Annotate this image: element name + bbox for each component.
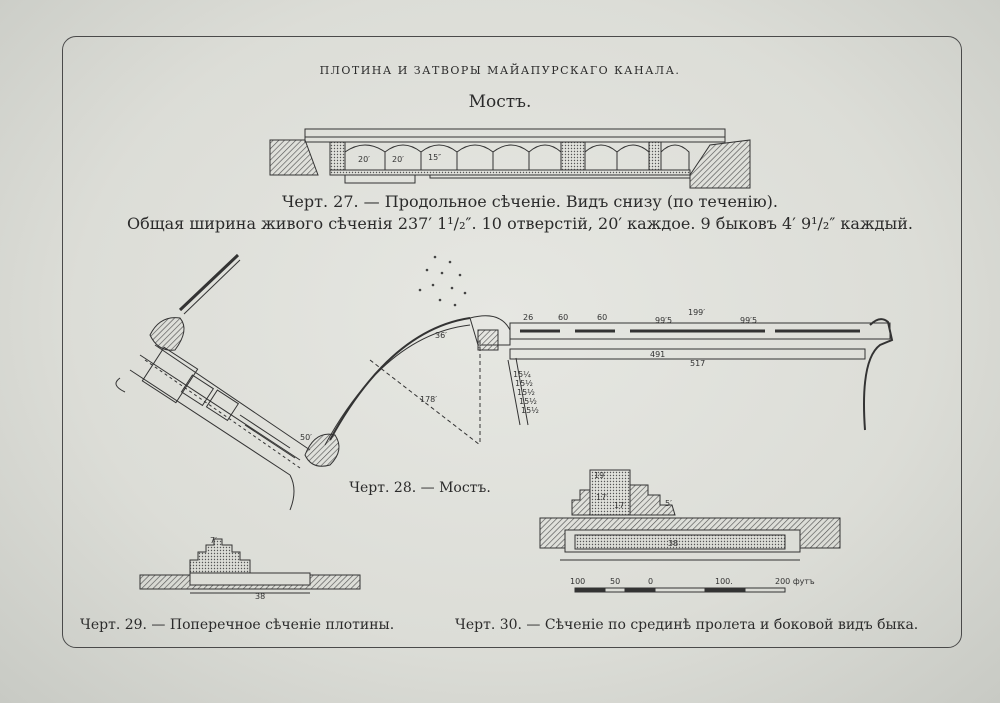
fig28-oblique-structure: [115, 344, 311, 511]
fig28-dim-36: 36′: [435, 331, 447, 340]
fig30-dim-19: 19′: [594, 471, 606, 480]
fig28-point-cluster: [418, 255, 467, 307]
fig28-caption: Черт. 28. — Мостъ.: [349, 480, 491, 496]
fig27-bridge-elevation: 20′ 20′ 15″: [269, 128, 751, 189]
fig29-caption: Черт. 29. — Поперечное сѣченіе плотины.: [80, 617, 395, 633]
scale-label-100-left: 100: [570, 577, 585, 586]
fig27-right-bank: [689, 139, 751, 189]
fig29-dim-38: 38: [255, 592, 265, 601]
fig29-dam-section: 7′ 38: [139, 536, 361, 601]
fig28-lower-abutment: [304, 433, 340, 467]
fig30-dim-17b: 17′: [614, 501, 626, 510]
fig27-dim-rise: 15″: [428, 153, 441, 162]
scale-label-0: 0: [648, 577, 653, 586]
fig28-dim-60b: 60: [597, 313, 607, 322]
fig28-dim-side-5: 15½: [521, 406, 539, 415]
fig27-note: Общая ширина живого сѣченія 237′ 1¹/₂″. …: [127, 214, 913, 233]
plate-header: ПЛОТИНА И ЗАТВОРЫ МАЙАПУРСКАГО КАНАЛА.: [319, 64, 681, 77]
fig27-caption: Черт. 27. — Продольное сѣченіе. Видъ сни…: [282, 192, 778, 211]
fig30-pier: [589, 469, 631, 516]
fig28-dim-99-5b: 99′5: [740, 316, 757, 325]
fig30-dim-38: 38: [668, 539, 678, 548]
fig28-dim-side-4: 15½: [519, 397, 537, 406]
fig28-left-flare: [507, 357, 529, 426]
fig30-dim-5: 5′: [665, 499, 672, 508]
scale-label-200: 200 футъ: [775, 577, 815, 586]
fig27-foundation: [329, 169, 691, 176]
fig28-dim-side-1: 15¼: [513, 370, 531, 379]
fig28-left-abutment: [149, 317, 185, 351]
fig30-left-steps: [571, 489, 591, 516]
fig28-dim-99-5a: 99′5: [655, 316, 672, 325]
fig30-caption: Черт. 30. — Сѣченіе по срединѣ пролета и…: [455, 617, 919, 633]
fig27-floor: [429, 174, 691, 179]
scale-label-100-right: 100.: [715, 577, 733, 586]
fig29-dim-7: 7′: [210, 536, 217, 545]
scale-bar: 100 50 0 100. 200 футъ: [570, 577, 815, 593]
fig27-dim-span-2: 20′: [392, 155, 404, 164]
fig30-right-steps: [629, 484, 676, 516]
fig28-dim-517: 517: [690, 359, 705, 368]
fig28-bridge-plan: [115, 253, 894, 511]
fig29-floor: [189, 572, 311, 586]
fig27-piers: [329, 141, 662, 171]
fig27-dim-span-1: 20′: [358, 155, 370, 164]
fig28-dim-50: 50′: [300, 433, 312, 442]
fig28-radius-line: [369, 359, 481, 446]
fig28-dim-199: 199′: [688, 308, 705, 317]
fig27-deck: [304, 128, 726, 138]
fig28-curve-outer: [329, 317, 471, 441]
plate-subtitle: Мостъ.: [468, 92, 532, 112]
fig28-upper-wall: [178, 253, 240, 312]
scale-label-50: 50: [610, 577, 620, 586]
fig28-bridge-floor: [509, 348, 866, 360]
fig30-dim-17a: 17′: [596, 493, 608, 502]
fig28-right-hook: [863, 318, 894, 431]
fig28-dim-178: 178′: [420, 395, 437, 404]
fig28-dimensions: 26 60 60 199′ 99′5 99′5 491 517 36′ 178′…: [300, 308, 757, 442]
fig27-left-bank: [269, 139, 319, 176]
plate-frame: [62, 36, 962, 648]
fig28-dim-26: 26: [523, 313, 533, 322]
fig28-dim-491: 491: [650, 350, 665, 359]
fig30-floor: [574, 534, 786, 550]
fig28-head-block: [477, 329, 499, 351]
fig30-pier-section: 19′ 17′ 17′ 38 5′: [539, 469, 841, 561]
fig27-apron: [344, 174, 416, 184]
fig27-deck-lower: [304, 136, 726, 143]
fig28-dim-side-3: 15½: [517, 388, 535, 397]
fig28-dim-side-2: 15½: [515, 379, 533, 388]
fig28-curve-inner: [324, 324, 471, 446]
fig28-dim-60a: 60: [558, 313, 568, 322]
fig29-weir: [189, 538, 251, 574]
